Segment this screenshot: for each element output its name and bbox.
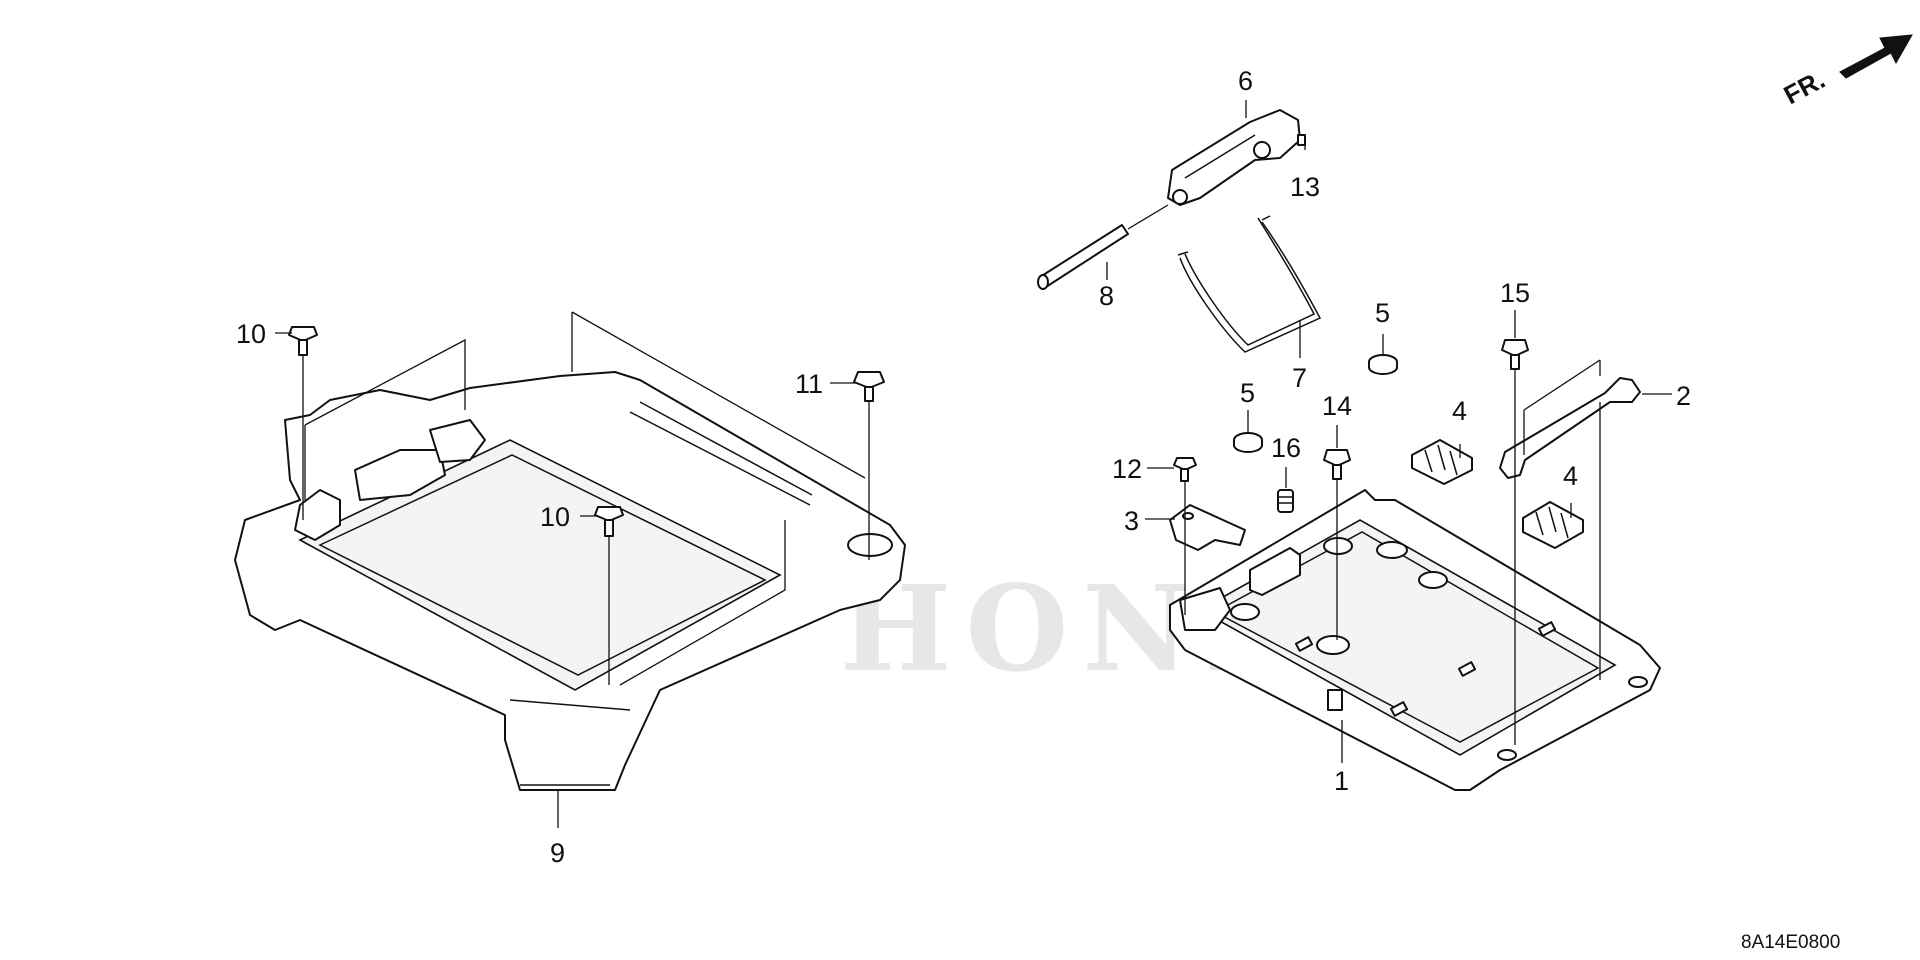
callout-16: 16: [1271, 433, 1301, 463]
front-label: FR.: [1779, 64, 1830, 110]
callout-15: 15: [1500, 278, 1530, 308]
callout-5-upper: 5: [1375, 298, 1390, 328]
part-13-screw: [1297, 134, 1306, 146]
part-8-pin: [1037, 204, 1169, 290]
callout-4-upper: 4: [1452, 396, 1467, 426]
callout-leaders: [275, 100, 1672, 828]
callout-7: 7: [1292, 363, 1307, 393]
part-9-guide-lines: [304, 311, 866, 686]
part-2-bracket: [1499, 359, 1641, 479]
part-4-block-lower: [1522, 501, 1584, 549]
part-4-block-upper: [1411, 439, 1473, 485]
bolt-12: [1173, 457, 1197, 615]
callout-1: 1: [1334, 766, 1349, 796]
callout-6: 6: [1238, 66, 1253, 96]
bolt-14: [1323, 449, 1351, 640]
part-5-grommet-lower: [1233, 432, 1263, 453]
callout-12: 12: [1112, 454, 1142, 484]
callout-9: 9: [550, 838, 565, 868]
callout-14: 14: [1322, 391, 1352, 421]
callout-5-lower: 5: [1240, 378, 1255, 408]
part-9-cover-frame: [234, 371, 906, 791]
bolt-10-lower: [594, 506, 624, 685]
diagram-code: 8A14E0800: [1741, 932, 1840, 953]
callouts: 1 2 3 4 4 5 5 6 7 8 9 10 10 11 12 13 14 …: [236, 66, 1691, 868]
front-arrow-icon: [1839, 34, 1913, 79]
part-3-bracket: [1169, 504, 1246, 551]
part-6-latch: [1167, 109, 1301, 206]
part-1-tray: [1169, 489, 1661, 791]
callout-2: 2: [1676, 381, 1691, 411]
callout-13: 13: [1290, 172, 1320, 202]
callout-3: 3: [1124, 506, 1139, 536]
callout-11: 11: [795, 369, 823, 399]
callout-10-lower: 10: [540, 502, 570, 532]
bolt-15: [1501, 339, 1601, 745]
bolt-16: [1277, 489, 1294, 513]
callout-4-lower: 4: [1563, 461, 1578, 491]
callout-8: 8: [1099, 281, 1114, 311]
part-5-grommet-upper: [1368, 354, 1398, 375]
bolt-10-upper: [288, 326, 318, 520]
front-direction-indicator: FR.: [1779, 34, 1913, 110]
bolt-11: [853, 371, 885, 560]
part-7-wire: [1177, 215, 1322, 353]
callout-10-upper: 10: [236, 319, 266, 349]
